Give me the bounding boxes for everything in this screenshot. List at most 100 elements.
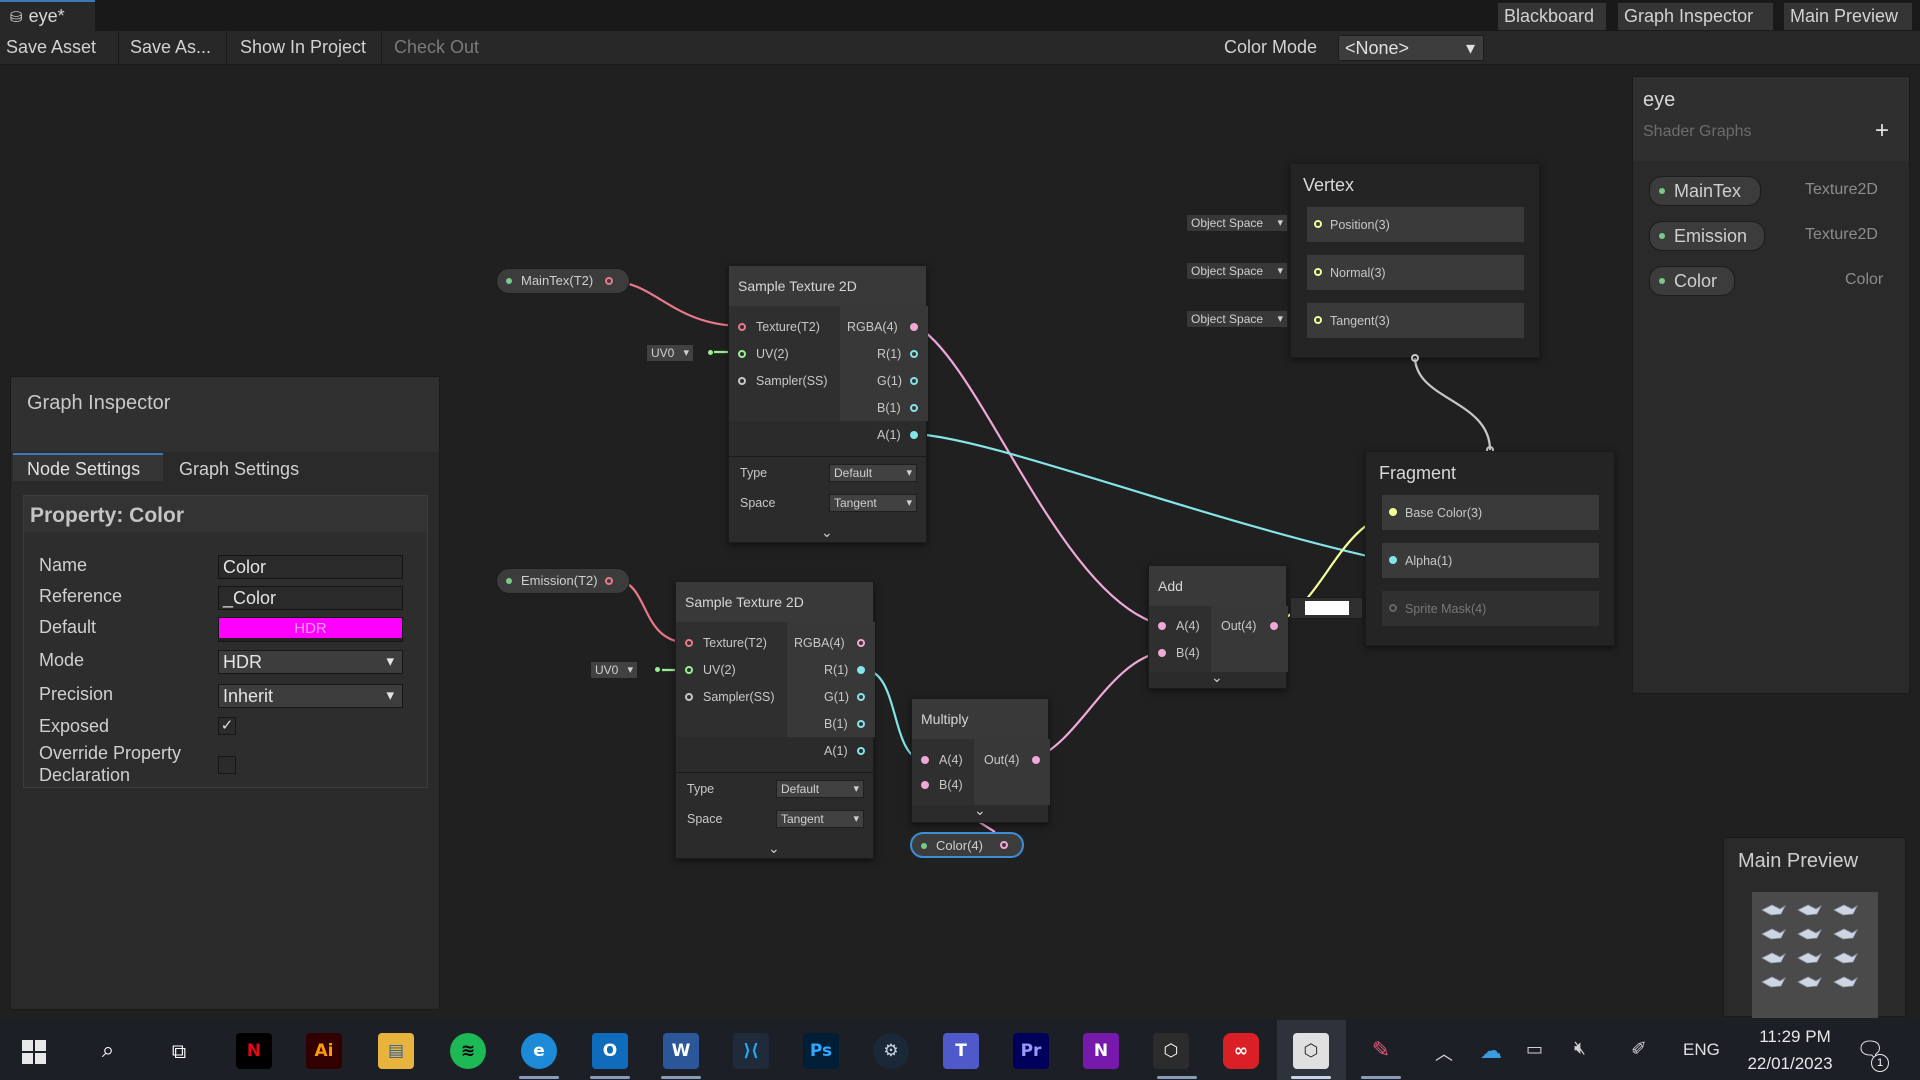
uv-input-port[interactable] — [738, 350, 746, 358]
alpha-port[interactable] — [1389, 556, 1397, 564]
blackboard-property-maintex[interactable]: MainTex — [1649, 176, 1761, 206]
maintex-output-port[interactable] — [605, 277, 613, 285]
teams-icon[interactable]: T — [943, 1033, 979, 1069]
pen-icon[interactable]: ✐ — [1631, 1039, 1647, 1060]
base-color-port[interactable] — [1389, 508, 1397, 516]
mode-select[interactable]: HDR — [218, 650, 403, 674]
position-space-field[interactable]: Object Space — [1186, 214, 1288, 232]
language-indicator[interactable]: ENG — [1683, 1040, 1720, 1059]
a-input-port[interactable] — [1158, 622, 1166, 630]
blackboard-property-emission[interactable]: Emission — [1649, 221, 1765, 251]
a-output-port[interactable] — [857, 747, 865, 755]
out-output-port[interactable] — [1032, 756, 1040, 764]
position-block[interactable]: Position(3) — [1307, 207, 1524, 242]
emission-output-port[interactable] — [605, 577, 613, 585]
preview-render[interactable] — [1752, 892, 1878, 1018]
b-input-port[interactable] — [1158, 649, 1166, 657]
tab-graph-settings[interactable]: Graph Settings — [171, 453, 321, 481]
collapse-chevron-icon[interactable]: ⌄ — [1211, 669, 1223, 685]
premiere-pro-icon[interactable]: Pr — [1013, 1033, 1049, 1069]
steam-icon[interactable]: ⚙ — [873, 1033, 909, 1069]
normal-block[interactable]: Normal(3) — [1307, 255, 1524, 290]
alpha-block[interactable]: Alpha(1) — [1382, 543, 1599, 578]
space-select[interactable]: Tangent — [776, 810, 864, 828]
netflix-icon[interactable]: N — [236, 1033, 272, 1069]
illustrator-icon[interactable]: Ai — [306, 1033, 342, 1069]
word-icon[interactable]: W — [663, 1033, 699, 1069]
collapse-chevron-icon[interactable]: ⌄ — [821, 524, 833, 540]
maintex-property-node[interactable]: MainTex(T2) — [496, 268, 630, 294]
a-input-port[interactable] — [921, 756, 929, 764]
rgba-output-port[interactable] — [910, 323, 918, 331]
name-input[interactable]: Color — [218, 555, 403, 579]
precision-select[interactable]: Inherit — [218, 684, 403, 708]
default-color-field[interactable]: HDR — [218, 617, 403, 642]
sprite-mask-default-field[interactable] — [1290, 597, 1363, 619]
collapse-chevron-icon[interactable]: ⌄ — [768, 840, 780, 856]
onenote-icon[interactable]: N — [1083, 1033, 1119, 1069]
r-output-port[interactable] — [910, 350, 918, 358]
tab-node-settings[interactable]: Node Settings — [13, 453, 163, 481]
tangent-space-field[interactable]: Object Space — [1186, 310, 1288, 328]
space-select[interactable]: Tangent — [829, 494, 917, 512]
normal-space-field[interactable]: Object Space — [1186, 262, 1288, 280]
type-select[interactable]: Default — [829, 464, 917, 482]
unity-hub-icon[interactable]: ⬡ — [1153, 1033, 1189, 1069]
onedrive-icon[interactable]: ☁ — [1480, 1038, 1502, 1063]
spotify-icon[interactable]: ≋ — [450, 1033, 486, 1069]
out-output-port[interactable] — [1270, 622, 1278, 630]
tangent-block[interactable]: Tangent(3) — [1307, 303, 1524, 338]
search-icon[interactable]: ⌕ — [101, 1038, 115, 1063]
sampler-input-port[interactable] — [738, 377, 746, 385]
rgba-output-port[interactable] — [857, 639, 865, 647]
position-port[interactable] — [1314, 220, 1322, 228]
chevron-up-icon[interactable]: ︿ — [1435, 1044, 1453, 1064]
color-output-port[interactable] — [1000, 841, 1008, 849]
graph-inspector-button[interactable]: Graph Inspector — [1617, 2, 1774, 31]
paint-icon[interactable]: ✎ — [1371, 1038, 1391, 1063]
check-out-button[interactable]: Check Out — [394, 37, 480, 57]
color-mode-select[interactable]: <None> ▾ — [1338, 35, 1484, 61]
photoshop-icon[interactable]: Ps — [803, 1033, 839, 1069]
override-declaration-checkbox[interactable] — [218, 756, 236, 774]
uv0-select-2[interactable]: UV0 — [590, 661, 638, 679]
save-asset-button[interactable]: Save Asset — [0, 31, 119, 64]
uv-input-port[interactable] — [685, 666, 693, 674]
outlook-icon[interactable]: O — [592, 1033, 628, 1069]
normal-port[interactable] — [1314, 268, 1322, 276]
blackboard-property-color[interactable]: Color — [1649, 266, 1735, 296]
muted-speaker-icon[interactable]: 🔇︎ — [1574, 1038, 1586, 1059]
b-output-port[interactable] — [857, 720, 865, 728]
sprite-mask-port[interactable] — [1389, 604, 1397, 612]
g-output-port[interactable] — [857, 693, 865, 701]
add-node[interactable]: Add A(4) B(4) Out(4) ⌄ — [1148, 565, 1288, 689]
texture-input-port[interactable] — [738, 323, 746, 331]
tangent-port[interactable] — [1314, 316, 1322, 324]
color-property-node[interactable]: Color(4) — [910, 832, 1024, 858]
texture-input-port[interactable] — [685, 639, 693, 647]
show-in-project-button[interactable]: Show In Project — [234, 31, 382, 64]
sample-texture-2d-node-2[interactable]: Sample Texture 2D Texture(T2) UV(2) Samp… — [675, 581, 875, 859]
emission-property-node[interactable]: Emission(T2) — [496, 568, 630, 594]
b-output-port[interactable] — [910, 404, 918, 412]
r-output-port[interactable] — [857, 666, 865, 674]
white-color-swatch[interactable] — [1305, 601, 1349, 615]
clock-date[interactable]: 22/01/2023 — [1747, 1054, 1833, 1073]
sample-texture-2d-node-1[interactable]: Sample Texture 2D Texture(T2) UV(2) Samp… — [728, 265, 928, 543]
base-color-block[interactable]: Base Color(3) — [1382, 495, 1599, 530]
sampler-input-port[interactable] — [685, 693, 693, 701]
b-input-port[interactable] — [921, 781, 929, 789]
clock-time[interactable]: 11:29 PM — [1759, 1027, 1831, 1046]
file-explorer-icon[interactable]: ▤ — [378, 1033, 414, 1069]
task-view-icon[interactable]: ⧉ — [171, 1039, 187, 1063]
main-preview-button[interactable]: Main Preview — [1783, 2, 1913, 31]
shader-graph-tab[interactable]: ⛁ eye* — [0, 0, 95, 31]
sprite-mask-block[interactable]: Sprite Mask(4) — [1382, 591, 1599, 626]
battery-icon[interactable]: ▭ — [1526, 1039, 1544, 1059]
collapse-chevron-icon[interactable]: ⌄ — [974, 802, 986, 818]
multiply-node[interactable]: Multiply A(4) B(4) Out(4) ⌄ — [911, 698, 1050, 823]
blackboard-button[interactable]: Blackboard — [1497, 2, 1607, 31]
edge-icon[interactable]: e — [521, 1033, 557, 1069]
save-as-button[interactable]: Save As... — [124, 31, 227, 64]
exposed-checkbox[interactable]: ✓ — [218, 717, 236, 735]
